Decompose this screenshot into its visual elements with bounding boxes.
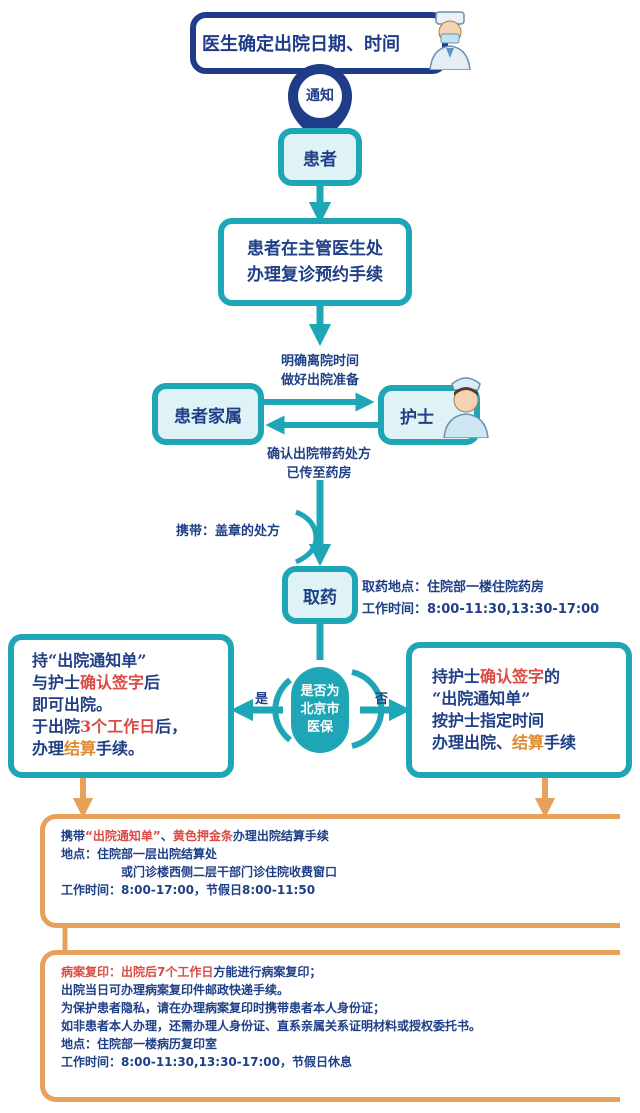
exchange-top-caption: 明确离院时间 做好出院准备 xyxy=(250,352,390,390)
right-line4: 办理出院、结算手续 xyxy=(432,732,576,754)
copy-line4: 如非患者本人办理，还需办理人身份证、直系亲属关系证明材料或授权委托书。 xyxy=(61,1019,482,1033)
left-line4-c: 后， xyxy=(155,717,188,736)
copy-line6: 工作时间：8:00-11:30,13:30-17:00，节假日休息 xyxy=(61,1055,352,1069)
exchange-top-line2: 做好出院准备 xyxy=(280,373,359,388)
left-line4: 于出院3个工作日后， xyxy=(32,716,187,738)
exchange-bottom-caption: 确认出院带药处方 已传至药房 xyxy=(244,445,394,483)
pickup-location: 取药地点：住院部一楼住院药房 xyxy=(362,580,545,595)
right-line4-b: 结算 xyxy=(512,733,545,752)
left-line3: 即可出院。 xyxy=(32,695,113,714)
revisit-line2: 办理复诊预约手续 xyxy=(247,265,383,285)
pickup-hours: 工作时间：8:00-11:30,13:30-17:00 xyxy=(362,602,600,617)
decision-line1: 是否为 xyxy=(300,684,340,699)
decision-no-label: 否 xyxy=(375,692,389,707)
copy-line1-a: 病案复印： xyxy=(61,965,122,979)
left-line5-b: 结算 xyxy=(64,739,97,758)
notify-bubble xyxy=(288,64,352,144)
discharge-date-title: 医生确定出院日期、时间 xyxy=(202,34,400,55)
family-label: 患者家属 xyxy=(174,406,242,427)
settle-line1-b: “出院通知单” xyxy=(85,829,161,843)
discharge-date-box: 医生确定出院日期、时间 xyxy=(190,12,448,74)
settle-line2: 地点：住院部一层出院结算处 xyxy=(61,847,218,861)
pickup-label: 取药 xyxy=(303,587,337,608)
left-line2: 与护士确认签字后 xyxy=(32,672,187,694)
decision-node: 是否为 北京市 医保 xyxy=(291,667,349,753)
settle-line1-c: 、 xyxy=(160,829,173,843)
settle-line1-e: 办理出院结算手续 xyxy=(232,829,329,843)
left-line5-a: 办理 xyxy=(32,739,65,758)
left-line5: 办理结算手续。 xyxy=(32,738,187,760)
right-line3: 按护士指定时间 xyxy=(432,711,545,730)
copy-line3: 为保护患者隐私，请在办理病案复印时携带患者本人身份证； xyxy=(61,1001,386,1015)
notify-label: 通知 xyxy=(306,88,334,104)
right-line4-c: 手续 xyxy=(544,733,577,752)
left-line2-c: 后 xyxy=(144,673,161,692)
revisit-line1: 患者在主管医生处 xyxy=(247,239,383,259)
copy-line1-b: 出院后7个工作日 xyxy=(121,965,214,979)
nurse-label: 护士 xyxy=(400,407,434,428)
right-line4-a: 办理出院、 xyxy=(432,733,513,752)
decision-line2: 北京市 xyxy=(300,702,340,717)
carry-label: 携带：盖章的处方 xyxy=(176,524,281,539)
revisit-box: 患者在主管医生处 办理复诊预约手续 xyxy=(218,218,412,306)
right-line1: 持护士确认签字的 xyxy=(432,666,576,688)
record-copy-box: 病案复印：出院后7个工作日方能进行病案复印； 出院当日可办理病案复印件邮政快递手… xyxy=(40,950,620,1102)
left-line5-c: 手续。 xyxy=(96,739,145,758)
right-line1-b: 确认签字 xyxy=(480,667,545,686)
settle-line1: 携带“出院通知单”、黄色押金条办理出院结算手续 xyxy=(61,827,610,845)
settle-line4: 工作时间：8:00-17:00，节假日8:00-11:50 xyxy=(61,883,316,897)
patient-label: 患者 xyxy=(303,149,337,170)
exchange-top-line1: 明确离院时间 xyxy=(280,354,359,369)
decision-line3: 医保 xyxy=(306,720,333,735)
settlement-box: 携带“出院通知单”、黄色押金条办理出院结算手续 地点：住院部一层出院结算处 或门… xyxy=(40,814,620,928)
copy-line5: 地点：住院部一楼病历复印室 xyxy=(61,1037,218,1051)
copy-line2: 出院当日可办理病案复印件邮政快递手续。 xyxy=(61,983,290,997)
family-box: 患者家属 xyxy=(152,383,264,445)
settle-line1-d: 黄色押金条 xyxy=(172,829,233,843)
patient-box: 患者 xyxy=(278,128,362,186)
left-line4-a: 于出院 xyxy=(32,717,81,736)
nurse-icon xyxy=(443,377,489,438)
right-line1-c: 的 xyxy=(544,667,561,686)
settle-line3: 或门诊楼西侧二层干部门诊住院收费窗口 xyxy=(121,865,338,879)
left-line2-b: 确认签字 xyxy=(80,673,145,692)
left-result-box: 持“出院通知单” 与护士确认签字后 即可出院。 于出院3个工作日后， 办理结算手… xyxy=(8,634,234,778)
right-line2: “出院通知单” xyxy=(432,689,531,708)
copy-line1: 病案复印：出院后7个工作日方能进行病案复印； xyxy=(61,963,610,981)
left-line4-b: 3个工作日 xyxy=(80,717,156,736)
right-result-box: 持护士确认签字的 “出院通知单” 按护士指定时间 办理出院、结算手续 xyxy=(406,642,632,778)
exchange-bottom-line2: 已传至药房 xyxy=(286,466,352,481)
left-line2-a: 与护士 xyxy=(32,673,81,692)
doctor-icon xyxy=(429,11,471,70)
decision-yes-label: 是 xyxy=(255,692,269,707)
exchange-bottom-line1: 确认出院带药处方 xyxy=(266,447,371,462)
pickup-box: 取药 xyxy=(282,566,358,624)
left-line1: 持“出院通知单” xyxy=(32,651,147,670)
settle-line1-a: 携带 xyxy=(61,829,86,843)
right-line1-a: 持护士 xyxy=(432,667,481,686)
copy-line1-c: 方能进行病案复印； xyxy=(213,965,322,979)
